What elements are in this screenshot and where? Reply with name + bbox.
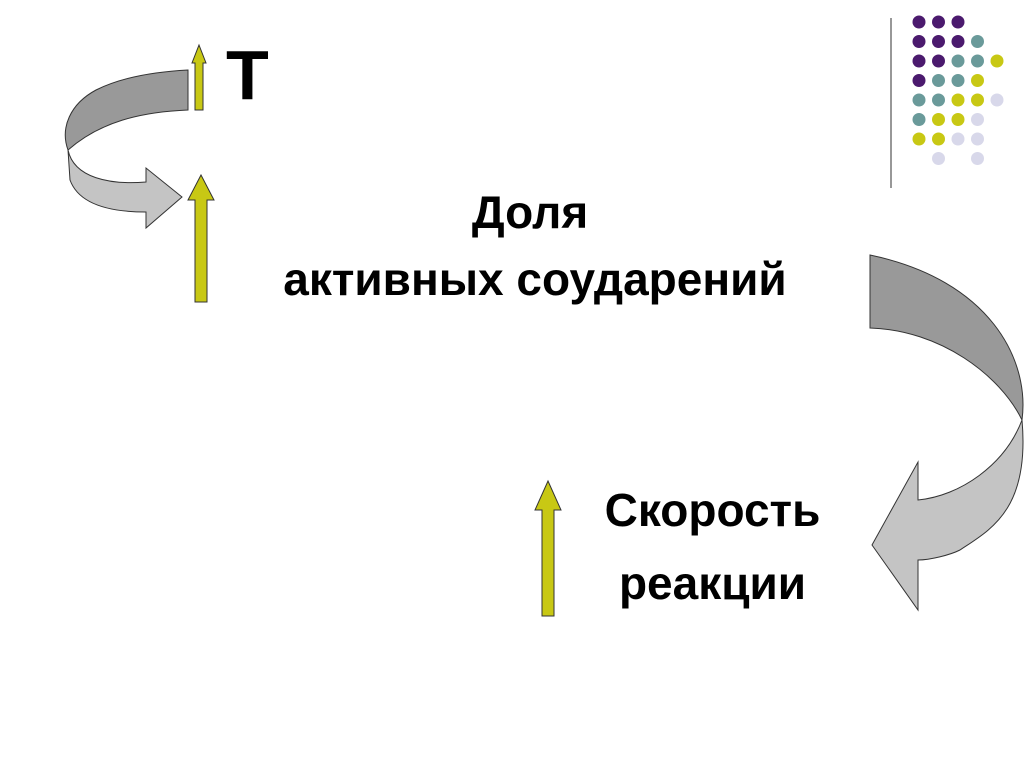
- decor-dot: [932, 152, 945, 165]
- curved-arrow-small: [64, 69, 189, 230]
- decor-dot: [971, 74, 984, 87]
- decor-dot: [951, 132, 965, 146]
- decor-dot: [912, 15, 926, 29]
- decor-dot: [932, 113, 945, 126]
- curved-arrow-small-front: [67, 149, 183, 230]
- up-arrow-rate: [534, 479, 562, 617]
- decor-dot: [951, 54, 965, 68]
- curved-arrow-small-back: [64, 69, 189, 151]
- decor-dot: [951, 113, 965, 126]
- decor-dot: [951, 74, 965, 87]
- decor-dot: [990, 54, 1004, 68]
- decor-dot: [951, 93, 965, 107]
- decor-dot-grid: [912, 15, 1004, 165]
- fraction-label-line2: активных соударений: [283, 253, 787, 305]
- up-arrow-fraction: [187, 173, 215, 303]
- decor-dot: [971, 152, 984, 165]
- decor-dot: [971, 35, 984, 48]
- decor-dot: [971, 93, 984, 107]
- decor-dot: [912, 93, 926, 107]
- decor-dot: [912, 54, 926, 68]
- decor-dot: [932, 93, 945, 107]
- decor-dot: [971, 113, 984, 126]
- decor-dot: [912, 74, 926, 87]
- decor-dot: [912, 35, 926, 48]
- decor-dot: [951, 15, 965, 29]
- temperature-label: T: [226, 36, 269, 114]
- curved-arrow-large: [869, 254, 1024, 612]
- curved-arrow-large-back: [869, 254, 1024, 422]
- rate-label-line2: реакции: [618, 557, 807, 609]
- up-arrow-temperature: [191, 43, 207, 111]
- decor-dot: [932, 15, 945, 29]
- decor-dot: [971, 54, 984, 68]
- decor-dot: [932, 74, 945, 87]
- curved-arrow-large-front: [871, 419, 1024, 612]
- decor-dot: [932, 35, 945, 48]
- rate-label-line1: Скорость: [604, 484, 821, 536]
- decor-dot: [932, 54, 945, 68]
- decor-dot: [912, 132, 926, 146]
- decor-dot: [990, 93, 1004, 107]
- decor-dot: [932, 132, 945, 146]
- decor-dot: [971, 132, 984, 146]
- fraction-label-line1: Доля: [471, 186, 589, 238]
- decor-dot: [912, 113, 926, 126]
- decor-dot: [951, 35, 965, 48]
